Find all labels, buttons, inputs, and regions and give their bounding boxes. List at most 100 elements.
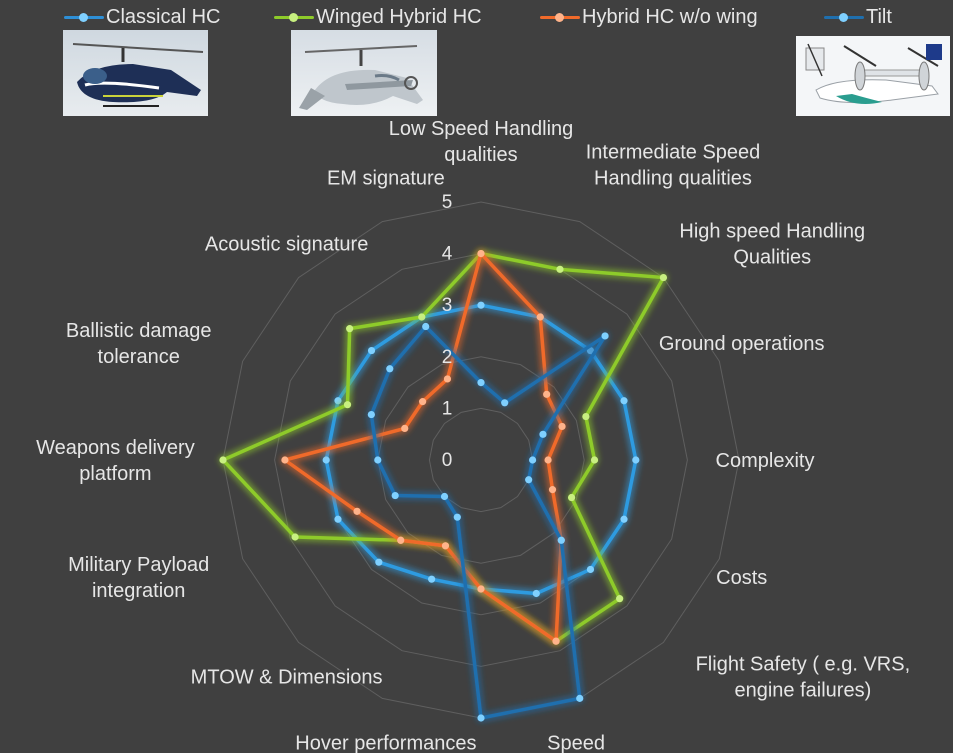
data-point <box>544 456 552 464</box>
data-point <box>443 375 452 383</box>
data-point <box>616 595 624 603</box>
category-label: Weapons delivery platform <box>36 437 195 485</box>
legend-item-tilt[interactable]: Tilt <box>822 4 892 30</box>
category-label: Acoustic signature <box>205 234 368 256</box>
data-point <box>477 250 485 258</box>
category-label: Costs <box>716 567 767 589</box>
category-label-line: Flight Safety ( e.g. VRS, <box>696 653 911 675</box>
category-label-line: Weapons delivery <box>36 437 195 459</box>
data-point <box>582 412 590 421</box>
category-label-line: engine failures) <box>734 679 871 701</box>
data-point <box>334 515 342 523</box>
data-point <box>576 694 584 702</box>
category-label: Hover performances <box>295 733 476 753</box>
data-point <box>386 365 394 373</box>
category-label-line: Acoustic signature <box>205 234 368 256</box>
legend-label: Winged Hybrid HC <box>316 5 482 28</box>
category-label-line: Handling qualities <box>594 167 752 189</box>
data-point <box>422 322 430 331</box>
data-point <box>419 398 427 406</box>
category-label: Speed <box>547 733 605 753</box>
category-label-line: Low Speed Handling <box>389 118 574 140</box>
tick-label: 1 <box>442 398 453 419</box>
legend-dot <box>555 13 564 22</box>
legend-item-winged-hybrid-hc[interactable]: Winged Hybrid HC <box>272 4 482 30</box>
legend-label: Classical HC <box>106 5 221 28</box>
category-label: Complexity <box>716 450 815 472</box>
data-point <box>291 533 299 541</box>
data-point <box>343 401 352 409</box>
category-label-line: tolerance <box>98 346 180 368</box>
data-point <box>477 301 485 309</box>
category-label-line: Qualities <box>733 247 811 269</box>
data-point <box>401 424 409 433</box>
data-point <box>353 507 361 515</box>
category-label-line: Costs <box>716 567 767 589</box>
legend-swatch-tilt <box>822 4 866 30</box>
data-point <box>440 492 449 501</box>
category-label-line: Intermediate Speed <box>586 141 761 163</box>
category-label-line: MTOW & Dimensions <box>191 666 383 688</box>
data-point <box>477 714 485 722</box>
category-label: Ballistic damage tolerance <box>66 320 212 368</box>
legend-dot <box>289 13 298 22</box>
classical-helicopter-photo <box>63 30 208 116</box>
category-label-line: Complexity <box>716 450 815 472</box>
tick-label: 5 <box>442 192 453 213</box>
category-label-line: Military Payload <box>68 554 209 576</box>
category-label: EM signature <box>327 167 445 189</box>
data-point <box>601 332 609 340</box>
category-label: Military Payload integration <box>68 554 209 602</box>
grid-ring <box>377 356 585 564</box>
data-point <box>428 575 436 583</box>
data-point <box>620 515 628 523</box>
data-point <box>367 410 375 419</box>
category-label-line: Speed <box>547 733 605 753</box>
legend-item-hybrid-hc-wo-wing[interactable]: Hybrid HC w/o wing <box>538 4 758 30</box>
data-point <box>346 325 354 333</box>
data-point <box>548 486 557 494</box>
data-point <box>397 536 405 544</box>
category-label-line: Hover performances <box>295 733 476 753</box>
data-point <box>334 397 342 405</box>
data-point <box>525 476 533 484</box>
legend-item-classical-hc[interactable]: Classical HC <box>62 4 220 30</box>
data-point <box>556 265 564 273</box>
data-point <box>441 542 450 550</box>
tick-label: 0 <box>442 450 453 471</box>
data-point <box>558 422 566 431</box>
category-label: MTOW & Dimensions <box>191 666 383 688</box>
data-point <box>501 399 509 407</box>
category-label-line: Ground operations <box>659 333 825 355</box>
legend-label: Hybrid HC w/o wing <box>582 5 758 28</box>
data-point <box>374 456 382 464</box>
category-label: Flight Safety ( e.g. VRS, engine failures… <box>696 653 911 701</box>
category-label-line: platform <box>79 463 151 485</box>
data-point <box>552 637 560 645</box>
legend: Classical HC Winged Hybrid HC Hybrid HC … <box>0 4 953 30</box>
data-point <box>632 456 640 464</box>
data-point <box>586 565 595 574</box>
category-label-line: integration <box>92 580 185 602</box>
data-point <box>529 456 537 464</box>
data-point <box>477 585 485 593</box>
tick-label: 3 <box>442 295 453 316</box>
legend-swatch-classical-hc <box>62 4 106 30</box>
data-point <box>567 493 576 502</box>
series-glow-3 <box>366 322 610 723</box>
grid-ring <box>274 253 688 667</box>
tiltrotor-photo <box>796 36 950 116</box>
legend-label: Tilt <box>866 5 892 28</box>
tick-label: 2 <box>442 347 453 368</box>
winged-hybrid-helicopter-photo <box>291 30 437 116</box>
data-point <box>557 536 565 544</box>
grid-ring <box>428 407 534 513</box>
data-point <box>590 456 599 464</box>
legend-dot <box>79 13 88 22</box>
category-label-line: Ballistic damage <box>66 320 212 342</box>
data-point <box>322 456 330 464</box>
tick-label: 4 <box>442 244 453 265</box>
